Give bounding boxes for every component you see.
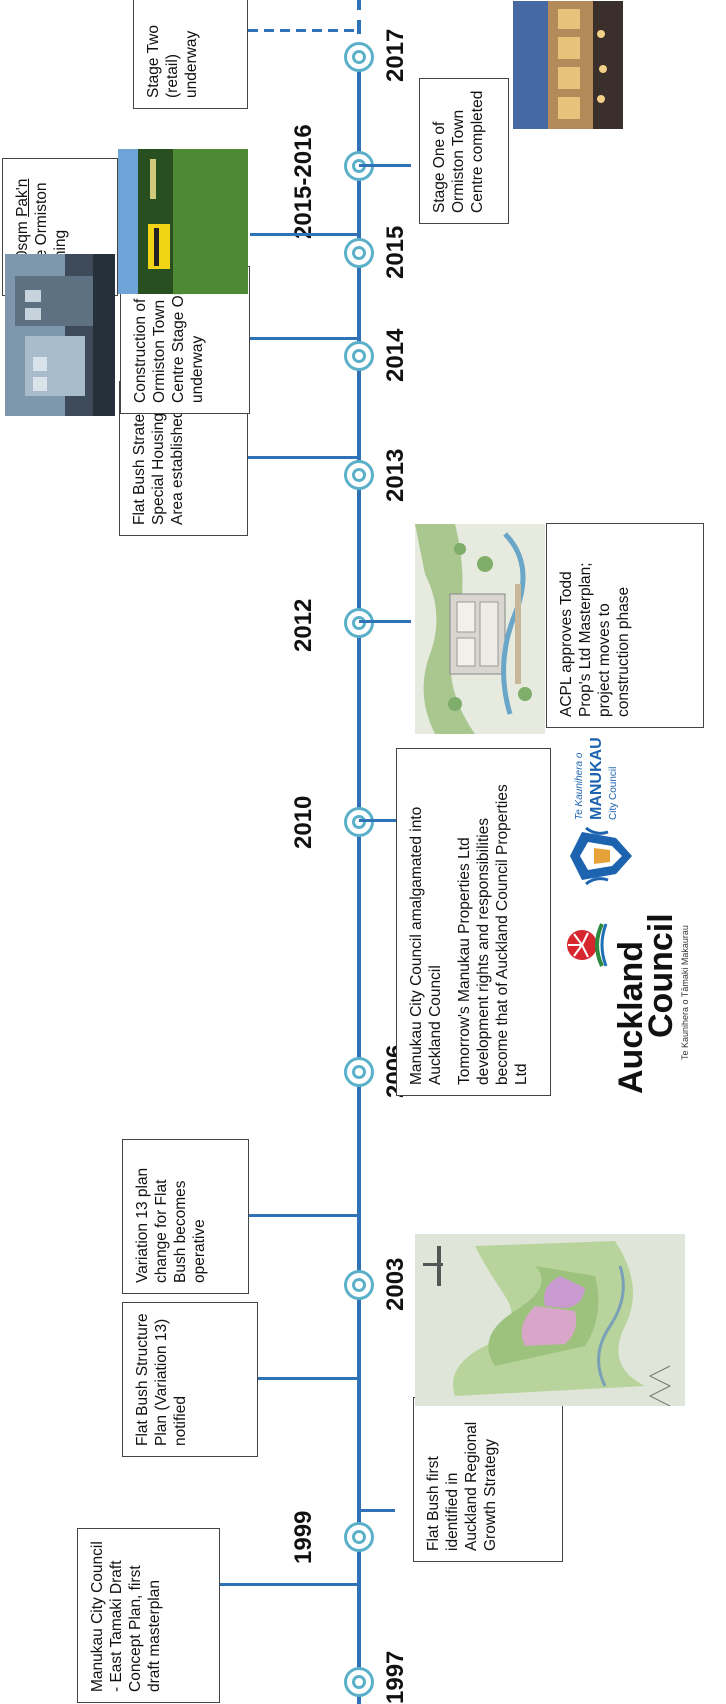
year-label-1997: 1997 [382, 1650, 409, 1704]
connector-2003 [258, 1377, 359, 1380]
event-text-2010-a: Manukau City Council amalgamated into Au… [408, 806, 444, 1085]
node-2017 [344, 42, 374, 72]
event-box-2015-2016: Stage One of Ormiston Town Centre comple… [419, 78, 509, 224]
connector-2014 [250, 337, 359, 340]
event-text-2012: ACPL approves Todd Prop's Ltd Masterplan… [558, 562, 632, 717]
year-label-2013: 2013 [382, 448, 409, 502]
manukau-logo-small-text: Te Kaunihera o [574, 752, 585, 820]
event-text-2003: Flat Bush Structure Plan (Variation 13) … [134, 1313, 189, 1446]
year-label-2017: 2017 [382, 28, 409, 82]
event-text-2010-b: Tomorrow's Manukau Properties Ltd develo… [456, 784, 530, 1085]
year-label-2015: 2015 [382, 225, 409, 279]
flat-bush-region-map-image [415, 1234, 685, 1406]
node-2014 [344, 341, 374, 371]
year-label-2010: 2010 [290, 795, 317, 849]
event-box-1999: Flat Bush first identified in Auckland R… [413, 1397, 563, 1562]
connector-2015 [250, 233, 359, 236]
manukau-city-council-logo: Te Kaunihera o MANUKAU City Council [556, 737, 706, 892]
event-text-2014: Construction of Ormiston Town Centre Sta… [132, 278, 206, 403]
event-text-1999: Flat Bush first identified in Auckland R… [425, 1421, 499, 1551]
year-label-1999: 1999 [290, 1510, 317, 1564]
node-1999 [344, 1522, 374, 1552]
node-2012 [344, 608, 374, 638]
connector-1999 [359, 1509, 395, 1512]
event-box-2017: Stage Two (retail) underway [133, 0, 248, 109]
node-2010 [344, 807, 374, 837]
event-box-1997: Manukau City Council - East Tamaki Draft… [77, 1528, 220, 1703]
node-2015 [344, 238, 374, 268]
connector-1997 [220, 1583, 359, 1586]
year-label-2003: 2003 [382, 1257, 409, 1311]
connector-2006 [249, 1214, 359, 1217]
connector-2017 [248, 29, 359, 32]
manukau-logo-wordmark: MANUKAU [588, 737, 605, 820]
year-label-2012: 2012 [290, 598, 317, 652]
event-box-2010: Manukau City Council amalgamated into Au… [396, 748, 551, 1096]
event-text-2017: Stage Two (retail) underway [145, 25, 200, 98]
paknsave-store-photo-image [118, 149, 248, 294]
node-2013 [344, 460, 374, 490]
connector-2013 [248, 456, 359, 459]
year-label-2014: 2014 [382, 328, 409, 382]
ormiston-town-centre-photo-image [513, 1, 623, 129]
auckland-logo-council: Council [642, 913, 680, 1038]
year-label-2015-2016: 2015-2016 [290, 124, 317, 239]
node-2003 [344, 1270, 374, 1300]
node-1997 [344, 1667, 374, 1697]
construction-photo-image [5, 254, 115, 416]
event-text-2015-2016: Stage One of Ormiston Town Centre comple… [431, 90, 486, 213]
manukau-logo-subtext: City Council [608, 766, 619, 820]
connector-2010 [359, 819, 396, 822]
connector-2015-2016 [359, 164, 411, 167]
auckland-council-logo: Auckland Council Te Kaunihera o Tāmaki M… [556, 909, 706, 1094]
node-2006 [344, 1057, 374, 1087]
connector-2012 [359, 620, 411, 623]
event-box-2006: Variation 13 plan change for Flat Bush b… [122, 1139, 249, 1294]
pohutukawa-flower-icon [567, 923, 608, 967]
manukau-crest-icon [570, 826, 632, 886]
event-text-2006: Variation 13 plan change for Flat Bush b… [134, 1167, 208, 1283]
event-box-2012: ACPL approves Todd Prop's Ltd Masterplan… [546, 523, 704, 728]
event-box-2003: Flat Bush Structure Plan (Variation 13) … [122, 1302, 258, 1457]
ormiston-masterplan-image [415, 524, 545, 734]
event-text-1997: Manukau City Council - East Tamaki Draft… [89, 1541, 163, 1692]
auckland-logo-tagline: Te Kaunihera o Tāmaki Makaurau [680, 925, 690, 1060]
event-text-2015-brand: Pak'n [14, 178, 31, 217]
